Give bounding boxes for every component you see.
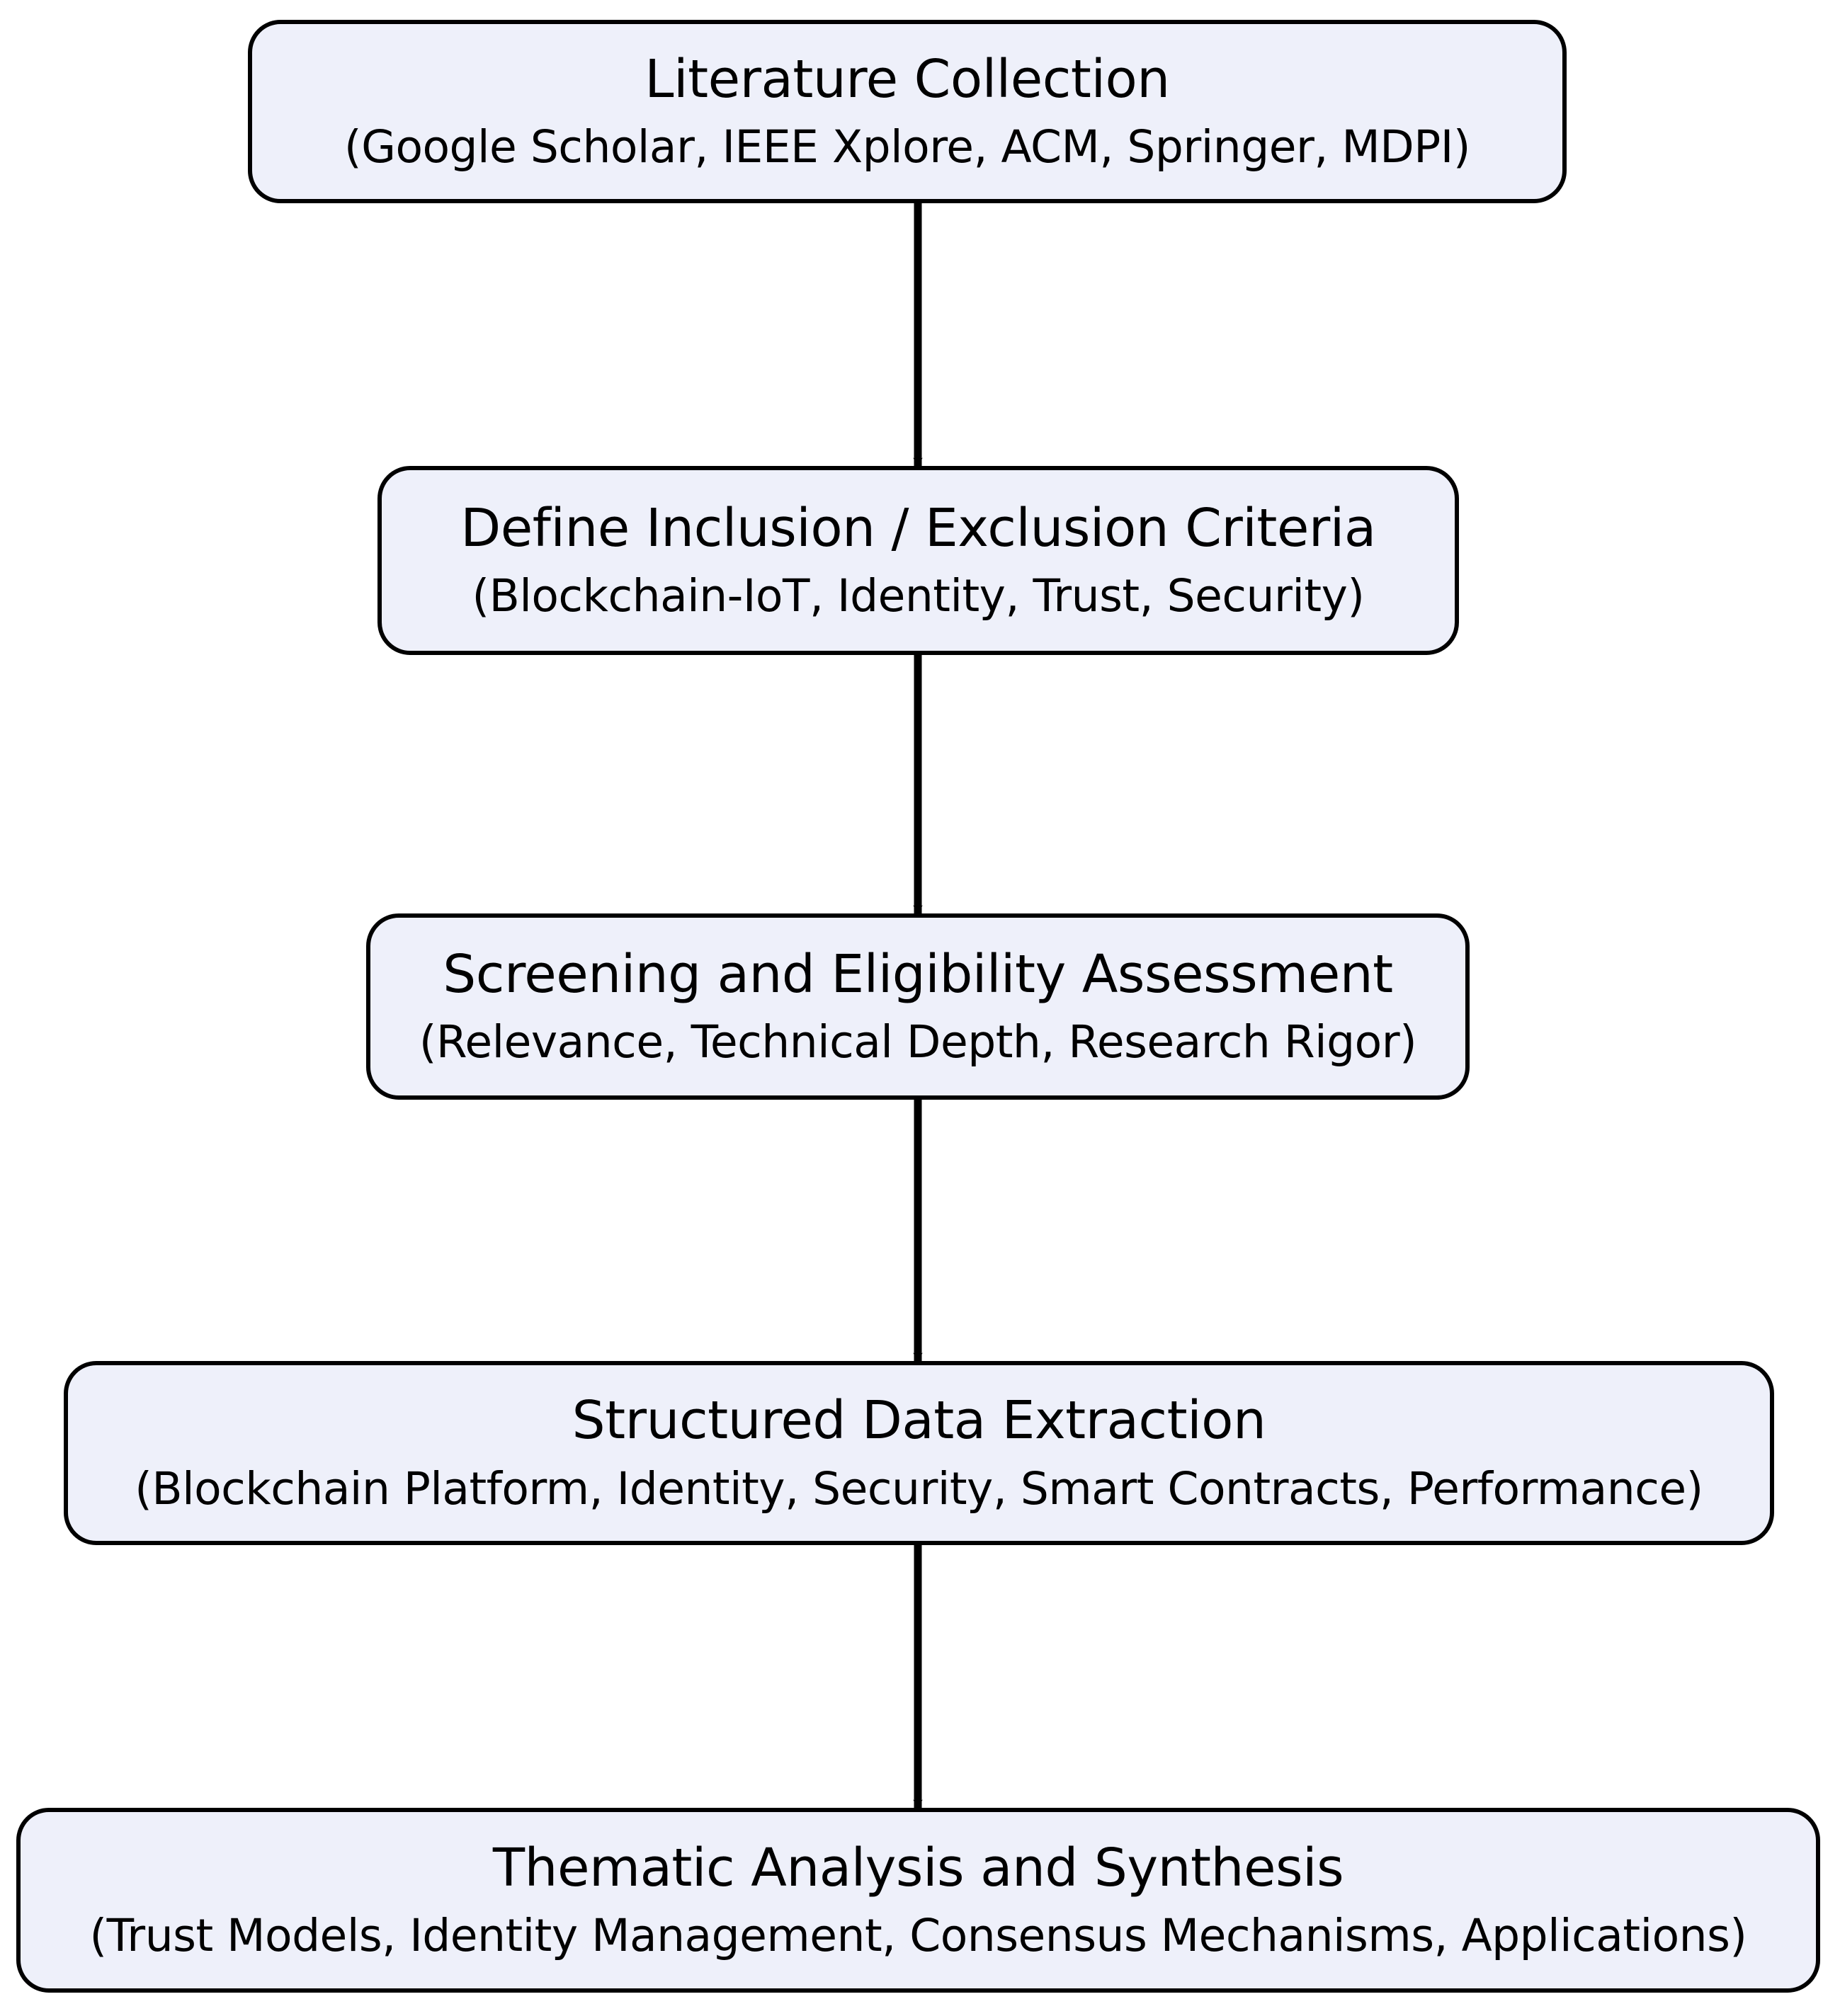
flow-node-literature-collection: Literature Collection (Google Scholar, I… [248, 20, 1567, 203]
flow-node-screening-eligibility: Screening and Eligibility Assessment (Re… [366, 913, 1470, 1100]
flow-node-subtitle: (Blockchain-IoT, Identity, Trust, Securi… [472, 570, 1365, 622]
flow-node-subtitle: (Google Scholar, IEEE Xplore, ACM, Sprin… [344, 121, 1470, 173]
flow-node-title: Thematic Analysis and Synthesis [492, 1837, 1344, 1898]
flow-node-subtitle: (Relevance, Technical Depth, Research Ri… [419, 1016, 1417, 1069]
flow-node-title: Literature Collection [644, 48, 1170, 110]
flow-node-title: Define Inclusion / Exclusion Criteria [460, 497, 1376, 559]
flow-node-title: Screening and Eligibility Assessment [443, 943, 1393, 1005]
flow-node-data-extraction: Structured Data Extraction (Blockchain P… [64, 1361, 1774, 1545]
flow-node-title: Structured Data Extraction [572, 1390, 1266, 1452]
flow-node-subtitle: (Blockchain Platform, Identity, Security… [135, 1462, 1703, 1515]
flow-node-define-criteria: Define Inclusion / Exclusion Criteria (B… [377, 466, 1459, 655]
flow-node-thematic-analysis: Thematic Analysis and Synthesis (Trust M… [16, 1808, 1820, 1993]
flow-node-subtitle: (Trust Models, Identity Management, Cons… [89, 1910, 1747, 1962]
